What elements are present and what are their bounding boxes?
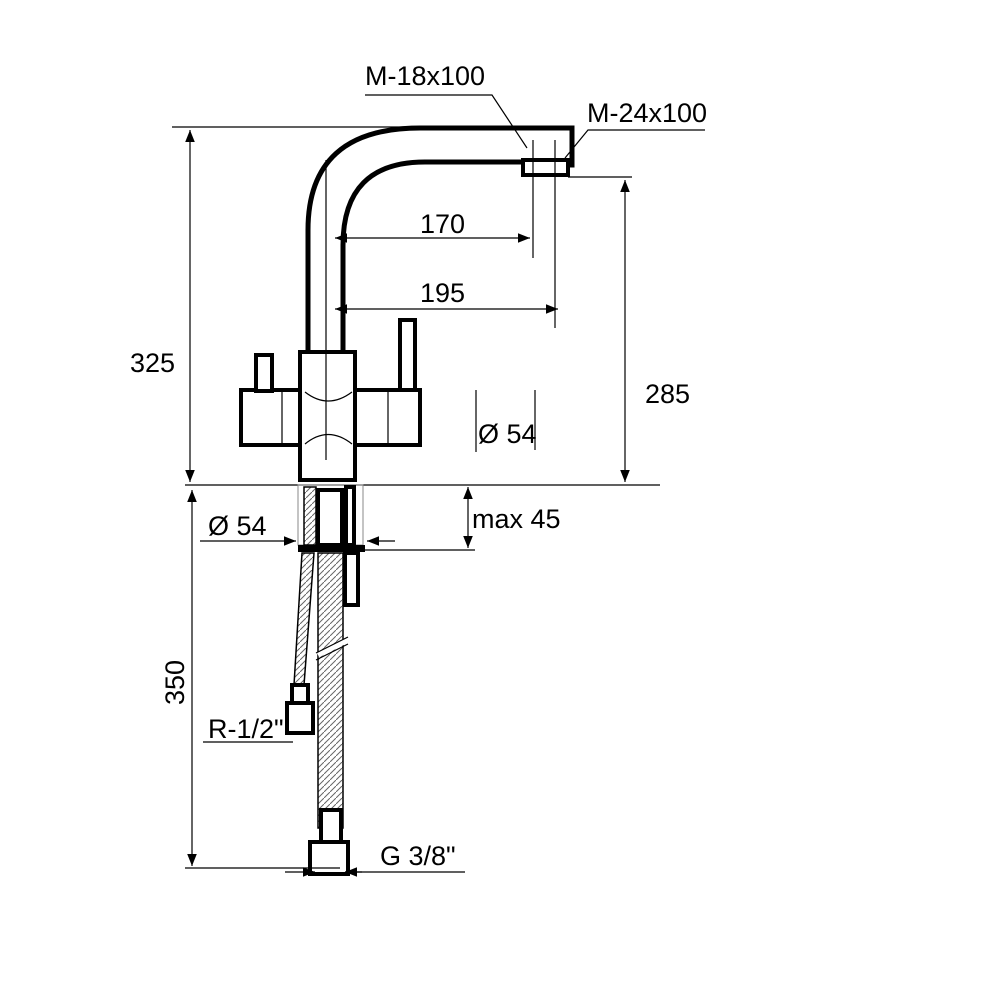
mounting-rod bbox=[343, 551, 360, 607]
supply-fitting bbox=[308, 840, 350, 876]
filter-hose bbox=[293, 552, 315, 686]
height-285-label: 285 bbox=[645, 379, 690, 409]
max-45-label: max 45 bbox=[472, 504, 561, 534]
right-handle bbox=[398, 318, 417, 392]
aerator-nozzle bbox=[521, 158, 570, 177]
r-half-inch-label: R-1/2" bbox=[208, 714, 284, 744]
reach-170-label: 170 bbox=[420, 209, 465, 239]
height-325-label: 325 bbox=[130, 348, 175, 378]
left-handle bbox=[254, 353, 274, 393]
mounting-assembly: max 45 Ø 54 bbox=[200, 484, 561, 607]
thread-callouts: M-18x100 M-24x100 bbox=[365, 61, 707, 159]
height-dimensions: 325 285 Ø 54 bbox=[130, 130, 690, 482]
thread-m18-label: M-18x100 bbox=[365, 61, 485, 91]
mixer-body bbox=[239, 160, 422, 482]
body-diameter-label: Ø 54 bbox=[478, 419, 537, 449]
hoses: R-1/2" G 3/8" bbox=[203, 552, 465, 877]
hose-length-dimension: 350 bbox=[160, 490, 340, 869]
hole-diameter-label: Ø 54 bbox=[208, 511, 267, 541]
supply-hose bbox=[317, 552, 344, 829]
hose-350-label: 350 bbox=[160, 660, 190, 705]
reach-195-label: 195 bbox=[420, 278, 465, 308]
thread-m24-label: M-24x100 bbox=[587, 98, 707, 128]
g-3-8-label: G 3/8" bbox=[380, 841, 456, 871]
filter-fitting bbox=[285, 701, 315, 735]
spout bbox=[172, 125, 575, 352]
reach-dimensions: 170 195 bbox=[335, 140, 558, 328]
